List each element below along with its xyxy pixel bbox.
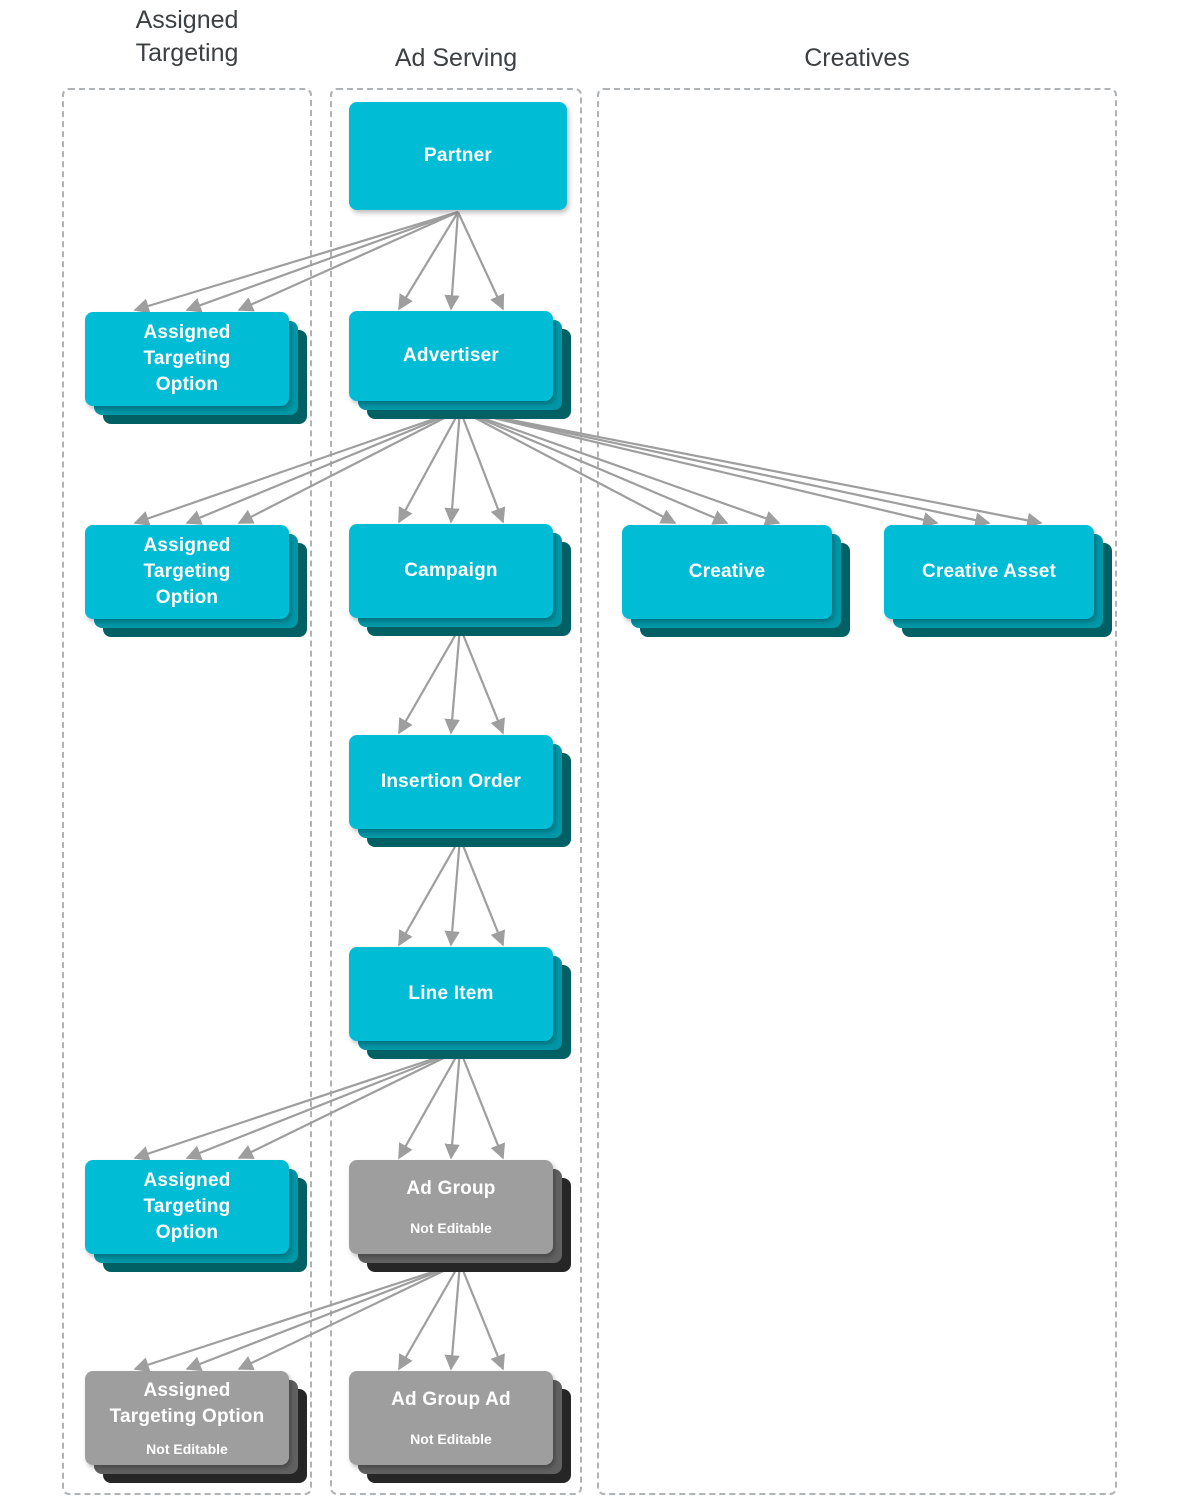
- node-ato-advertiser-title-line-3: Option: [155, 587, 219, 608]
- node-partner-title: Partner: [424, 145, 492, 166]
- node-ad-group-editability: Not Editable: [410, 1220, 492, 1236]
- column-frame-assigned-targeting: [62, 88, 312, 1495]
- node-partner[interactable]: Partner: [349, 102, 567, 210]
- node-advertiser-face: Advertiser: [349, 311, 553, 401]
- node-creative-title: Creative: [688, 561, 766, 582]
- node-line-item-face: Line Item: [349, 947, 553, 1041]
- node-creative-asset-face: Creative Asset: [884, 525, 1094, 619]
- column-header-assigned-targeting: Assigned Targeting: [62, 4, 312, 70]
- column-frame-creatives: [597, 88, 1117, 1495]
- node-assigned-targeting-option-line-item[interactable]: Assigned Targeting Option: [85, 1160, 307, 1272]
- node-ato-line-item-title-line-2: Targeting: [143, 1196, 231, 1217]
- node-insertion-order-title: Insertion Order: [380, 771, 522, 792]
- node-advertiser-title: Advertiser: [403, 345, 499, 366]
- node-ato-partner-title-line-3: Option: [155, 374, 219, 395]
- node-ato-line-item-title-line-1: Assigned: [143, 1170, 231, 1191]
- node-ato-ad-group-title-line-1: Assigned: [143, 1379, 231, 1401]
- node-insertion-order[interactable]: Insertion Order: [349, 735, 571, 847]
- node-ato-advertiser-face: Assigned Targeting Option: [85, 525, 289, 619]
- node-ato-line-item-title-line-3: Option: [155, 1222, 219, 1243]
- column-frame-ad-serving: [330, 88, 582, 1495]
- node-ad-group-ad-editability: Not Editable: [410, 1431, 492, 1447]
- node-creative-face: Creative: [622, 525, 832, 619]
- node-partner-face: Partner: [349, 102, 567, 210]
- node-line-item-title: Line Item: [408, 983, 494, 1004]
- node-advertiser[interactable]: Advertiser: [349, 311, 571, 419]
- node-creative[interactable]: Creative: [622, 525, 850, 637]
- node-ad-group-ad[interactable]: Ad Group Ad Not Editable: [349, 1371, 571, 1483]
- node-ato-ad-group-title-line-2: Targeting Option: [109, 1405, 265, 1427]
- column-header-creatives: Creatives: [804, 44, 910, 72]
- node-ato-advertiser-title-line-2: Targeting: [143, 561, 231, 582]
- node-ato-ad-group-editability: Not Editable: [146, 1440, 228, 1457]
- node-ato-partner-title-line-1: Assigned: [143, 322, 231, 343]
- node-assigned-targeting-option-ad-group[interactable]: Assigned Targeting Option Not Editable: [85, 1371, 307, 1483]
- column-header-line-2: Targeting: [135, 39, 239, 67]
- column-header-line-1: Assigned: [135, 6, 239, 34]
- node-assigned-targeting-option-partner[interactable]: Assigned Targeting Option: [85, 312, 307, 424]
- node-ato-ad-group-face: Assigned Targeting Option Not Editable: [85, 1371, 289, 1465]
- node-ad-group-title: Ad Group: [406, 1178, 496, 1199]
- node-campaign-face: Campaign: [349, 524, 553, 618]
- node-ad-group-ad-title: Ad Group Ad: [391, 1389, 511, 1410]
- column-header-ad-serving: Ad Serving: [394, 44, 518, 72]
- node-assigned-targeting-option-advertiser[interactable]: Assigned Targeting Option: [85, 525, 307, 637]
- node-line-item[interactable]: Line Item: [349, 947, 571, 1059]
- node-ad-group-face: Ad Group Not Editable: [349, 1160, 553, 1254]
- node-ato-partner-face: Assigned Targeting Option: [85, 312, 289, 406]
- node-ad-group[interactable]: Ad Group Not Editable: [349, 1160, 571, 1272]
- node-campaign[interactable]: Campaign: [349, 524, 571, 636]
- node-ato-partner-title-line-2: Targeting: [143, 348, 231, 369]
- node-ato-line-item-face: Assigned Targeting Option: [85, 1160, 289, 1254]
- node-ato-advertiser-title-line-1: Assigned: [143, 535, 231, 556]
- node-campaign-title: Campaign: [404, 560, 498, 581]
- node-creative-asset[interactable]: Creative Asset: [884, 525, 1112, 637]
- node-creative-asset-title: Creative Asset: [921, 561, 1057, 582]
- node-insertion-order-face: Insertion Order: [349, 735, 553, 829]
- node-ad-group-ad-face: Ad Group Ad Not Editable: [349, 1371, 553, 1465]
